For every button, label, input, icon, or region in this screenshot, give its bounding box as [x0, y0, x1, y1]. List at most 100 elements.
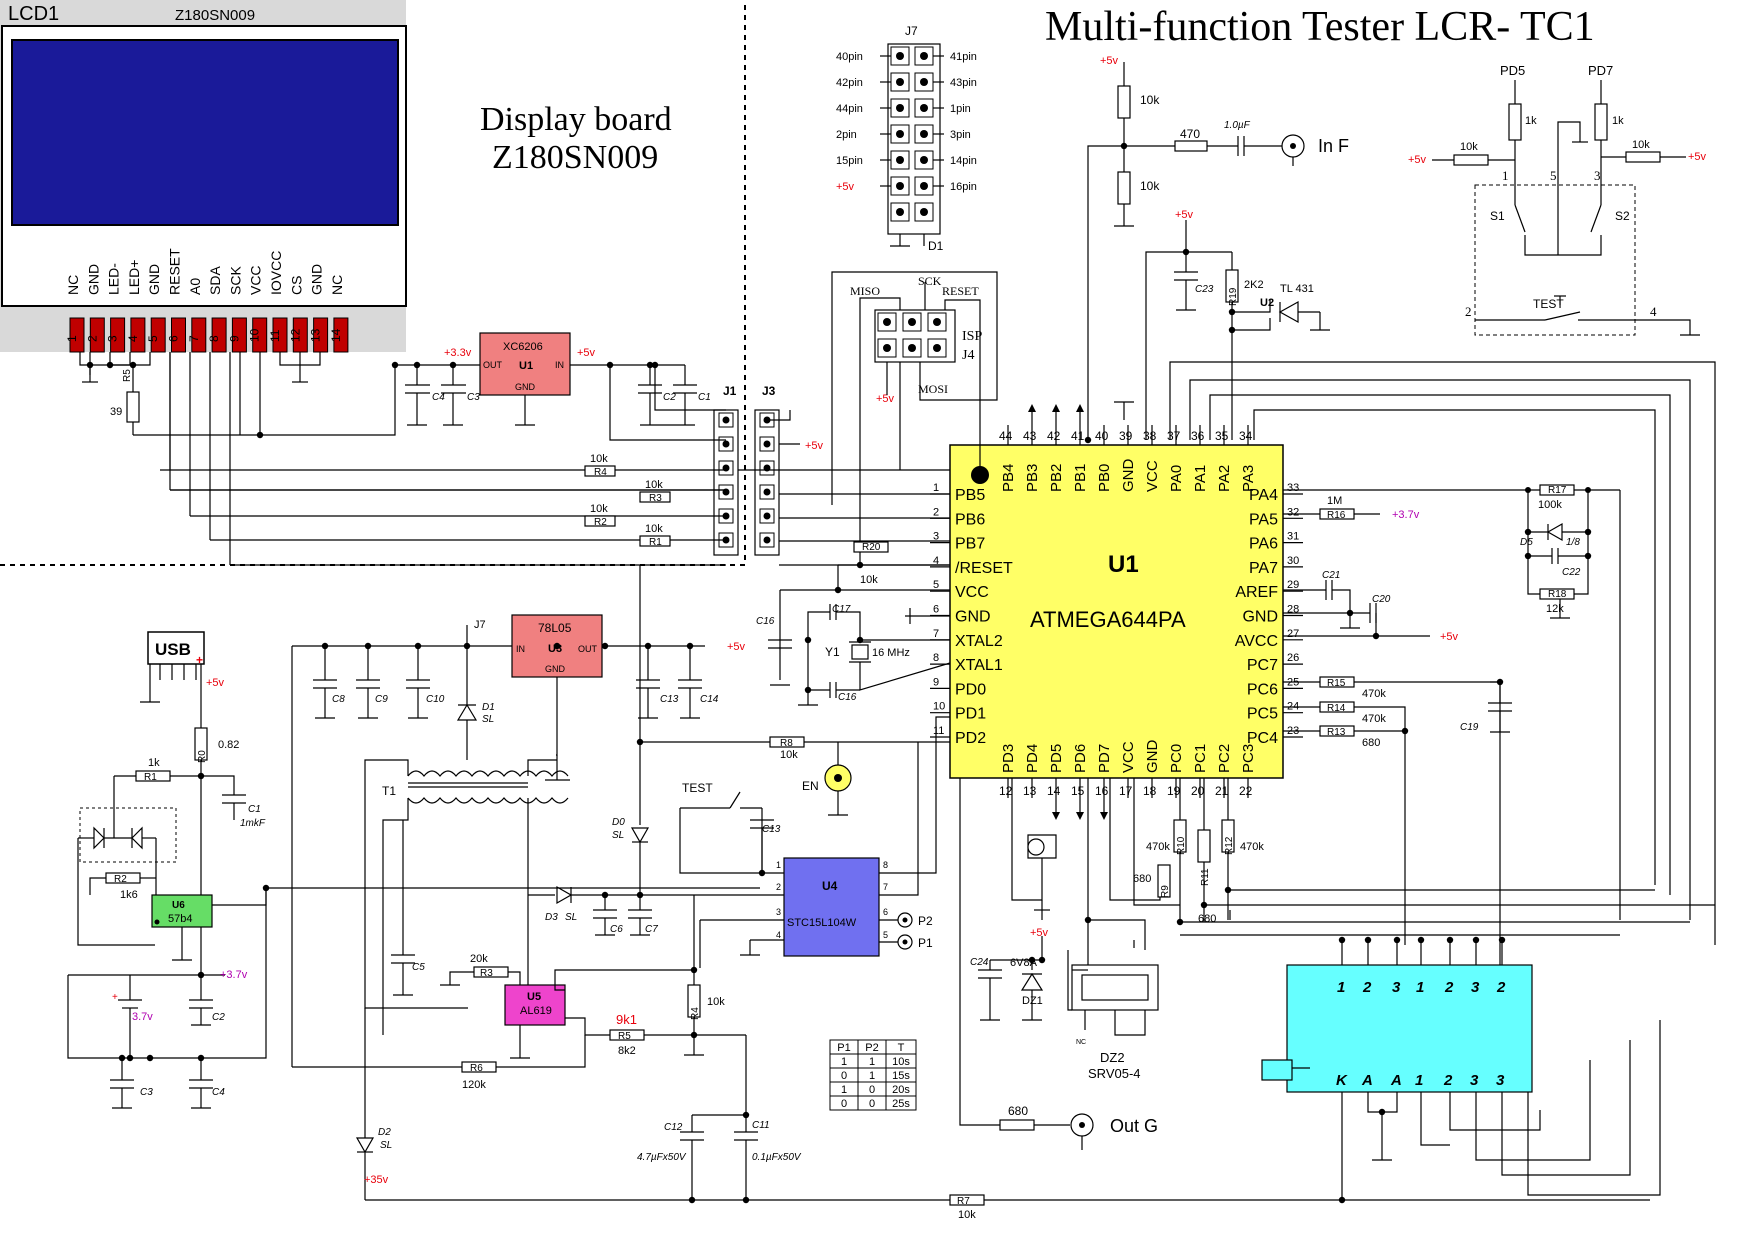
mcu-pin-number: 34 [1239, 429, 1253, 443]
svg-text:1: 1 [776, 860, 781, 870]
svg-text:MISO: MISO [850, 284, 880, 298]
mcu-pin-number: 35 [1215, 429, 1229, 443]
lcd-pin-lead [89, 317, 105, 353]
svg-text:RESET: RESET [942, 284, 979, 298]
svg-text:470: 470 [1180, 127, 1200, 141]
svg-text:C20: C20 [1372, 594, 1391, 605]
mcu-pin-name: PC3 [1240, 744, 1257, 773]
lcd-pin-number: 7 [187, 335, 201, 342]
svg-text:TEST: TEST [682, 781, 713, 795]
svg-text:+5v: +5v [206, 677, 225, 689]
svg-text:6: 6 [883, 907, 888, 917]
lcd-pin-number: 3 [106, 335, 120, 342]
lcd-pin-name: GND [146, 264, 162, 295]
svg-text:+5v: +5v [805, 440, 824, 452]
j7-left-label: 44pin [836, 103, 863, 115]
svg-text:16 MHz: 16 MHz [872, 647, 910, 659]
svg-text:DZ1: DZ1 [1022, 995, 1043, 1007]
mcu-part: ATMEGA644PA [1030, 607, 1186, 632]
mcu-pin-number: 41 [1071, 429, 1085, 443]
mcu-pin-name: PC7 [1247, 657, 1278, 674]
mcu-right-wiring: R17 100k R16 1M +3.7v D5 1/8 C22 R18 12k… [1283, 484, 1621, 975]
svg-text:R5: R5 [122, 369, 133, 382]
svg-text:ISP: ISP [962, 329, 982, 344]
svg-text:2: 2 [1465, 304, 1472, 319]
mcu-pin-number: 38 [1143, 429, 1157, 443]
segment-pin-bottom: 2 [1443, 1072, 1453, 1089]
mcu-pin-name: AVCC [1235, 633, 1278, 650]
svg-text:R3: R3 [649, 493, 662, 504]
mcu-pin-number: 14 [1047, 784, 1061, 798]
svg-text:C17: C17 [832, 604, 851, 615]
svg-text:3: 3 [776, 907, 781, 917]
svg-text:2: 2 [776, 882, 781, 892]
svg-text:7: 7 [883, 882, 888, 892]
lcd-pin-number: 4 [126, 335, 140, 342]
lcd-pin-number: 6 [167, 335, 181, 342]
svg-text:1k6: 1k6 [120, 889, 138, 901]
svg-text:5: 5 [883, 930, 888, 940]
svg-text:AL619: AL619 [520, 1005, 552, 1017]
mcu-pin-number: 44 [999, 429, 1013, 443]
lcd-wiring: R5 39 R4 10k R3 10k R2 10k R1 10k [79, 352, 950, 566]
mcu-pin-name: PD7 [1096, 744, 1113, 773]
segment-pin-top: 2 [1444, 979, 1454, 996]
svg-text:T1: T1 [382, 784, 396, 798]
timing-table-header: T [898, 1042, 905, 1054]
svg-text:R4: R4 [690, 1007, 701, 1020]
regulator-xc6206: XC6206 U1 OUT IN GND +3.3v +5v C4 C3 C2 [395, 332, 726, 441]
svg-text:C3: C3 [467, 392, 480, 403]
lcd-module: LCD1 Z180SN009 NC1GND2LED-3LED+4GND5RESE… [0, 0, 407, 353]
svg-text:R7: R7 [957, 1196, 970, 1207]
svg-text:+5v: +5v [1688, 151, 1707, 163]
mcu-pin-number: 43 [1023, 429, 1037, 443]
svg-text:J7: J7 [905, 24, 918, 38]
svg-text:10k: 10k [780, 749, 798, 761]
svg-text:39: 39 [110, 406, 122, 418]
svg-text:R19: R19 [1228, 287, 1239, 306]
svg-text:Y1: Y1 [825, 645, 840, 659]
reference-tl431: +5v C23 R19 2K2 U2 TL 431 [1145, 209, 1330, 440]
svg-text:10k: 10k [645, 479, 663, 491]
svg-text:C8: C8 [332, 694, 345, 705]
mcu-pin-name: PC4 [1247, 730, 1278, 747]
timing-table-cell: 0 [869, 1084, 875, 1096]
mcu-pin-name: GND [1120, 459, 1137, 493]
lcd-pin-number: 13 [309, 328, 323, 342]
timing-table-header: P1 [837, 1042, 850, 1054]
u4-stc15: U4 STC15L104W TEST C13 P2 P1 1 2 3 4 8 7… [679, 716, 950, 968]
mcu-pin-name: XTAL1 [955, 657, 1003, 674]
lcd-pin-name: SDA [207, 266, 223, 295]
svg-text:C16: C16 [756, 616, 775, 627]
j7-right-label: 41pin [950, 51, 977, 63]
power-section: 78L05 U3 IN OUT GND +5v C8 C9 C10 C13 C1… [291, 565, 1650, 1221]
svg-text:10k: 10k [590, 503, 608, 515]
svg-text:1.0µF: 1.0µF [1224, 120, 1251, 131]
svg-text:C4: C4 [432, 392, 445, 403]
mcu-pin-name: PA6 [1249, 536, 1278, 553]
svg-text:C2: C2 [663, 392, 676, 403]
svg-text:10k: 10k [1140, 179, 1160, 193]
segment-pin-bottom: A [1361, 1072, 1373, 1089]
timing-table-cell: 10s [892, 1056, 910, 1068]
svg-text:J4: J4 [962, 348, 974, 363]
isp-header-j4: MISO SCK RESET MOSI ISP J4 +5v [831, 271, 998, 565]
lcd-pin-lead [211, 317, 227, 353]
mcu-pin-name: /RESET [955, 560, 1013, 577]
mcu-pin-number: 11 [933, 725, 944, 737]
lcd-pin-name: NC [65, 275, 81, 295]
svg-text:GND: GND [545, 664, 566, 674]
mcu-pin-name: PA4 [1249, 487, 1278, 504]
mcu-body [949, 444, 1284, 779]
svg-text:C5: C5 [412, 962, 425, 973]
svg-text:R4: R4 [594, 467, 607, 478]
mcu-pin-number: 1 [933, 482, 939, 494]
svg-text:OUT: OUT [578, 644, 598, 654]
svg-text:U5: U5 [527, 991, 541, 1003]
svg-text:100k: 100k [1538, 499, 1562, 511]
mcu-pin-number: 19 [1167, 784, 1181, 798]
svg-text:4: 4 [776, 930, 781, 940]
svg-text:8: 8 [883, 860, 888, 870]
svg-text:+3.3v: +3.3v [444, 347, 472, 359]
